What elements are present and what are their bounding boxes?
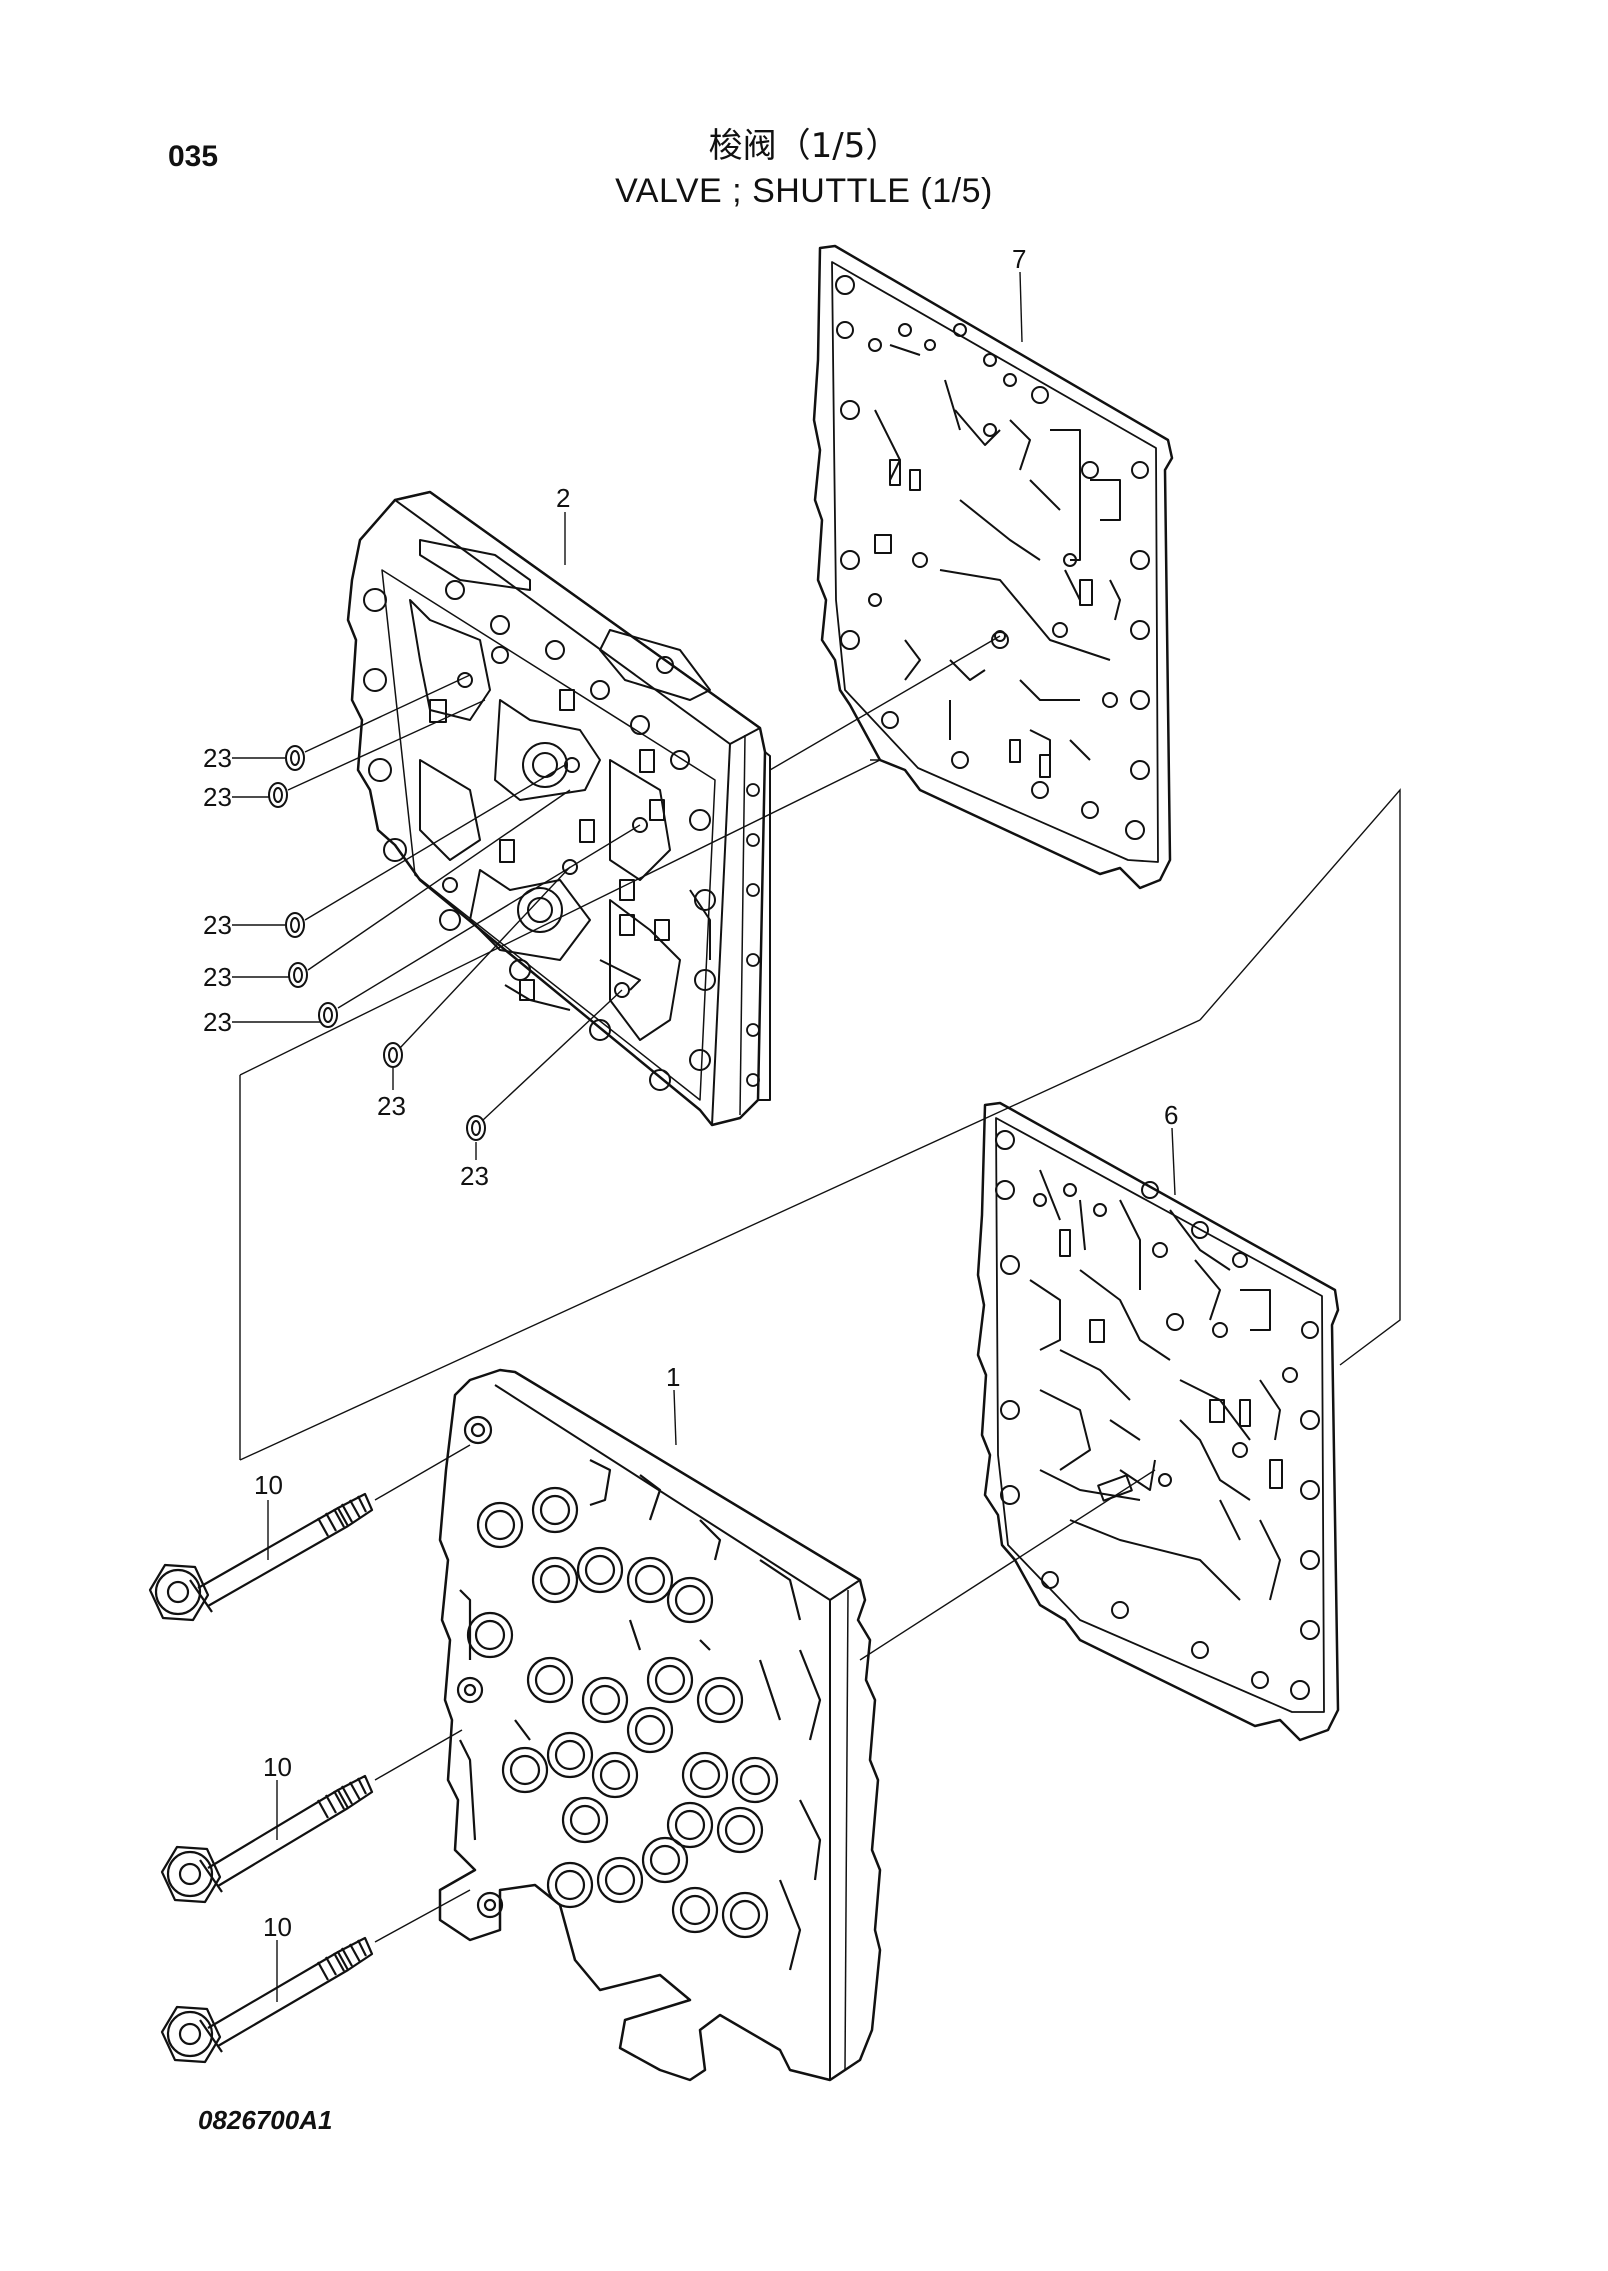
gasket-plate-bottom [976, 1101, 1340, 1742]
callout-gasket-top: 7 [1012, 244, 1026, 274]
assembly-lines [232, 271, 1401, 2002]
callout-bolt-3: 10 [263, 1912, 292, 1942]
callout-valve-body: 1 [666, 1362, 680, 1392]
callout-cover-plate: 2 [556, 483, 570, 513]
bolt-bottom [160, 1936, 374, 2064]
callout-bolt-1: 10 [254, 1470, 283, 1500]
callout-filter-3: 23 [203, 910, 232, 940]
bolt-top [148, 1492, 374, 1622]
gasket-plate-top [812, 244, 1174, 890]
callout-filter-6: 23 [377, 1091, 406, 1121]
callout-filter-5: 23 [203, 1007, 232, 1037]
callout-gasket-bottom: 6 [1164, 1100, 1178, 1130]
page-number: 035 [168, 140, 219, 173]
callout-filter-1: 23 [203, 743, 232, 773]
callout-filter-2: 23 [203, 782, 232, 812]
bolt-middle [160, 1774, 374, 1904]
valve-body [438, 1368, 882, 2082]
callout-filter-7: 23 [460, 1161, 489, 1191]
callout-filter-4: 23 [203, 962, 232, 992]
title-english: VALVE ; SHUTTLE (1/5) [615, 172, 993, 210]
title-chinese: 梭阀（1/5） [708, 126, 900, 166]
callout-bolt-2: 10 [263, 1752, 292, 1782]
drawing-code: 0826700A1 [198, 2105, 333, 2135]
cover-plate [346, 490, 771, 1127]
callout-labels: 7 2 6 1 10 10 10 23 23 23 23 23 23 23 [203, 244, 1178, 1942]
filter-screens [268, 745, 486, 1141]
